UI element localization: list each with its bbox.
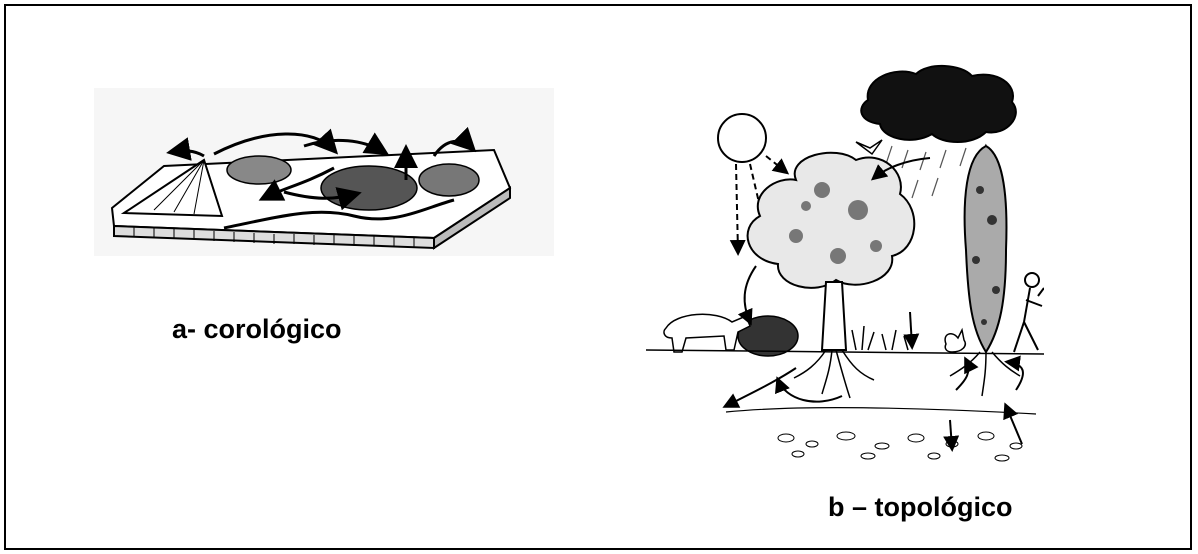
rabbit (945, 330, 965, 352)
soil-layer-line (726, 408, 1036, 414)
landscape-block-drawing (94, 88, 554, 256)
vegetation-patch-2 (321, 166, 417, 210)
vegetation-patch-3 (419, 164, 479, 196)
chorological-landscape-illustration (94, 88, 554, 256)
grazing-animal (664, 314, 750, 352)
soil-stones (778, 432, 1022, 461)
figure-frame: a- corológico (4, 4, 1192, 550)
grass (852, 326, 908, 350)
broadleaf-tree-canopy (748, 153, 915, 288)
caption-chorological: a- corológico (172, 314, 342, 345)
person-with-axe (1014, 273, 1044, 352)
sun-icon (718, 114, 766, 162)
broadleaf-tree-trunk (822, 282, 846, 350)
ecosystem-drawing (646, 60, 1044, 464)
bird-icon (856, 140, 882, 154)
topological-ecosystem-illustration (646, 60, 1044, 464)
caption-topological: b – topológico (828, 492, 1012, 523)
rain-cloud (861, 66, 1016, 142)
vegetation-patch-1 (227, 156, 291, 184)
roots (794, 350, 1020, 398)
